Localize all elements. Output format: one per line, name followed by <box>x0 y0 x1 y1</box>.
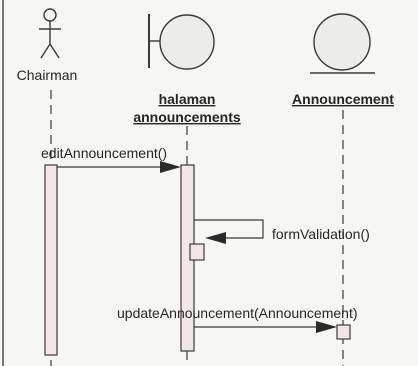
halaman-label-line1: halaman <box>159 91 216 107</box>
entity-icon <box>310 13 375 74</box>
arrowhead-form-validation <box>205 232 226 244</box>
halaman-nested-activation <box>189 243 205 261</box>
arrowhead-edit-announcement <box>160 161 181 173</box>
halaman-label-line2: announcements <box>133 109 241 125</box>
chairman-label: Chairman <box>17 67 78 83</box>
message-label-form-validation: formValidation() <box>272 226 370 242</box>
announcement-label: Announcement <box>292 91 394 107</box>
announcement-activation <box>336 324 351 340</box>
boundary-icon <box>148 14 215 70</box>
message-arrow-form-validation <box>194 219 264 239</box>
chairman-activation <box>44 164 58 356</box>
arrowhead-update-announcement <box>316 321 337 333</box>
chairman-actor-icon <box>39 8 61 59</box>
message-label-edit-announcement: editAnnouncement() <box>41 145 167 161</box>
message-label-update-announcement: updateAnnouncement(Announcement) <box>117 305 358 321</box>
